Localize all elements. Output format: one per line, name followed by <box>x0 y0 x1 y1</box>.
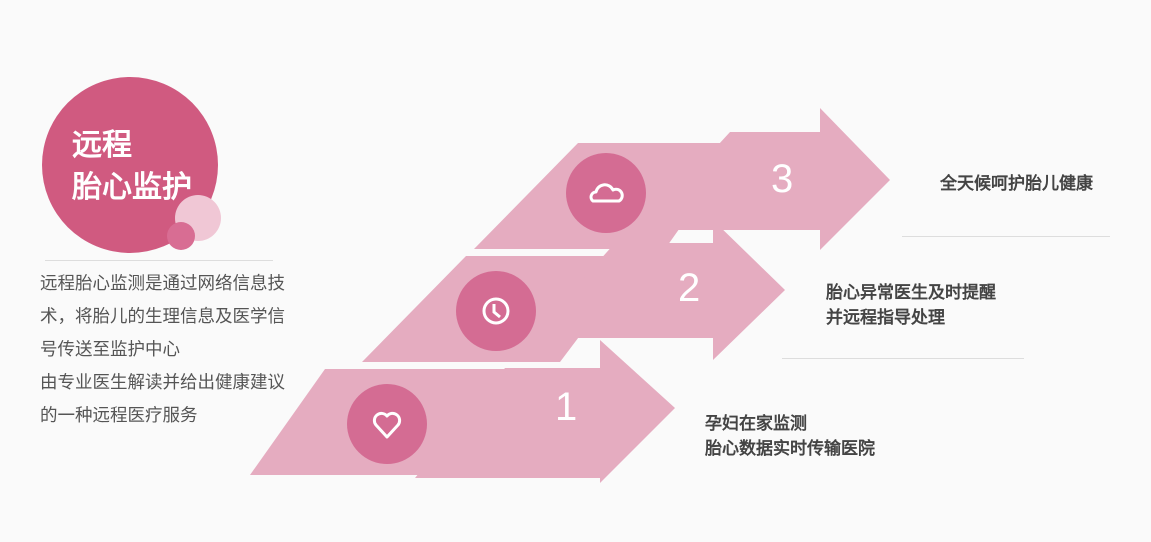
step1-icon-circle <box>347 384 427 464</box>
page-title: 远程 胎心监护 <box>72 128 192 205</box>
step3-label: 全天候呵护胎儿健康 <box>940 174 1093 194</box>
heart-icon <box>372 411 402 439</box>
cloud-icon <box>589 183 624 203</box>
bubble-dark <box>167 222 195 250</box>
description: 远程胎心监测是通过网络信息技 术，将胎儿的生理信息及医学信 号传送至监护中心 由… <box>40 274 285 426</box>
divider <box>902 236 1110 237</box>
step1-label: 孕妇在家监测 胎心数据实时传输医院 <box>705 414 875 459</box>
step1-number: 1 <box>555 385 578 429</box>
divider <box>782 358 1024 359</box>
step2-number: 2 <box>678 266 701 310</box>
clock-icon <box>482 297 510 325</box>
step3-number: 3 <box>771 157 794 201</box>
step2-icon-circle <box>456 271 536 351</box>
step2-label: 胎心异常医生及时提醒 并远程指导处理 <box>826 283 996 328</box>
title-circle <box>42 77 218 253</box>
step2-arrow <box>530 220 785 360</box>
step3-icon-circle <box>566 153 646 233</box>
divider <box>45 260 273 261</box>
step3-arrow <box>640 108 890 250</box>
step1-arrow <box>415 340 675 483</box>
